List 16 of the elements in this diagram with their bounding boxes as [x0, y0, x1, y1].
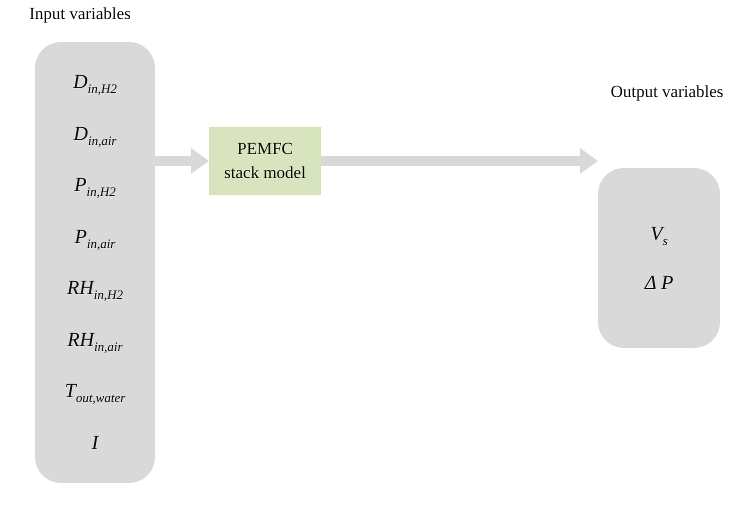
panel-heading: Output variables — [610, 82, 724, 102]
model-box — [209, 127, 321, 195]
variable-symbol: P$_{in,air}$ — [74, 224, 116, 253]
variable-symbol: I — [92, 430, 98, 455]
arrow — [321, 148, 598, 174]
variable-symbol: RH$_{in,air}$ — [67, 328, 123, 356]
model-label: PEMFC stack model — [223, 138, 307, 184]
panel-heading: Input variables — [29, 4, 131, 24]
variable-symbol: T$_{out,water}$ — [64, 379, 126, 408]
variable-symbol: Δ P — [644, 270, 674, 294]
variable-symbol: D$_{in,air}$ — [74, 122, 116, 150]
variable-symbol: P$_{in,H2}$ — [74, 173, 116, 202]
variable-symbol: RH$_{in,H2}$ — [67, 276, 123, 304]
variable-symbol: D$_{in,H2}$ — [73, 70, 117, 98]
arrow — [155, 148, 209, 174]
variable-symbol: V$_{s}$ — [650, 222, 668, 250]
